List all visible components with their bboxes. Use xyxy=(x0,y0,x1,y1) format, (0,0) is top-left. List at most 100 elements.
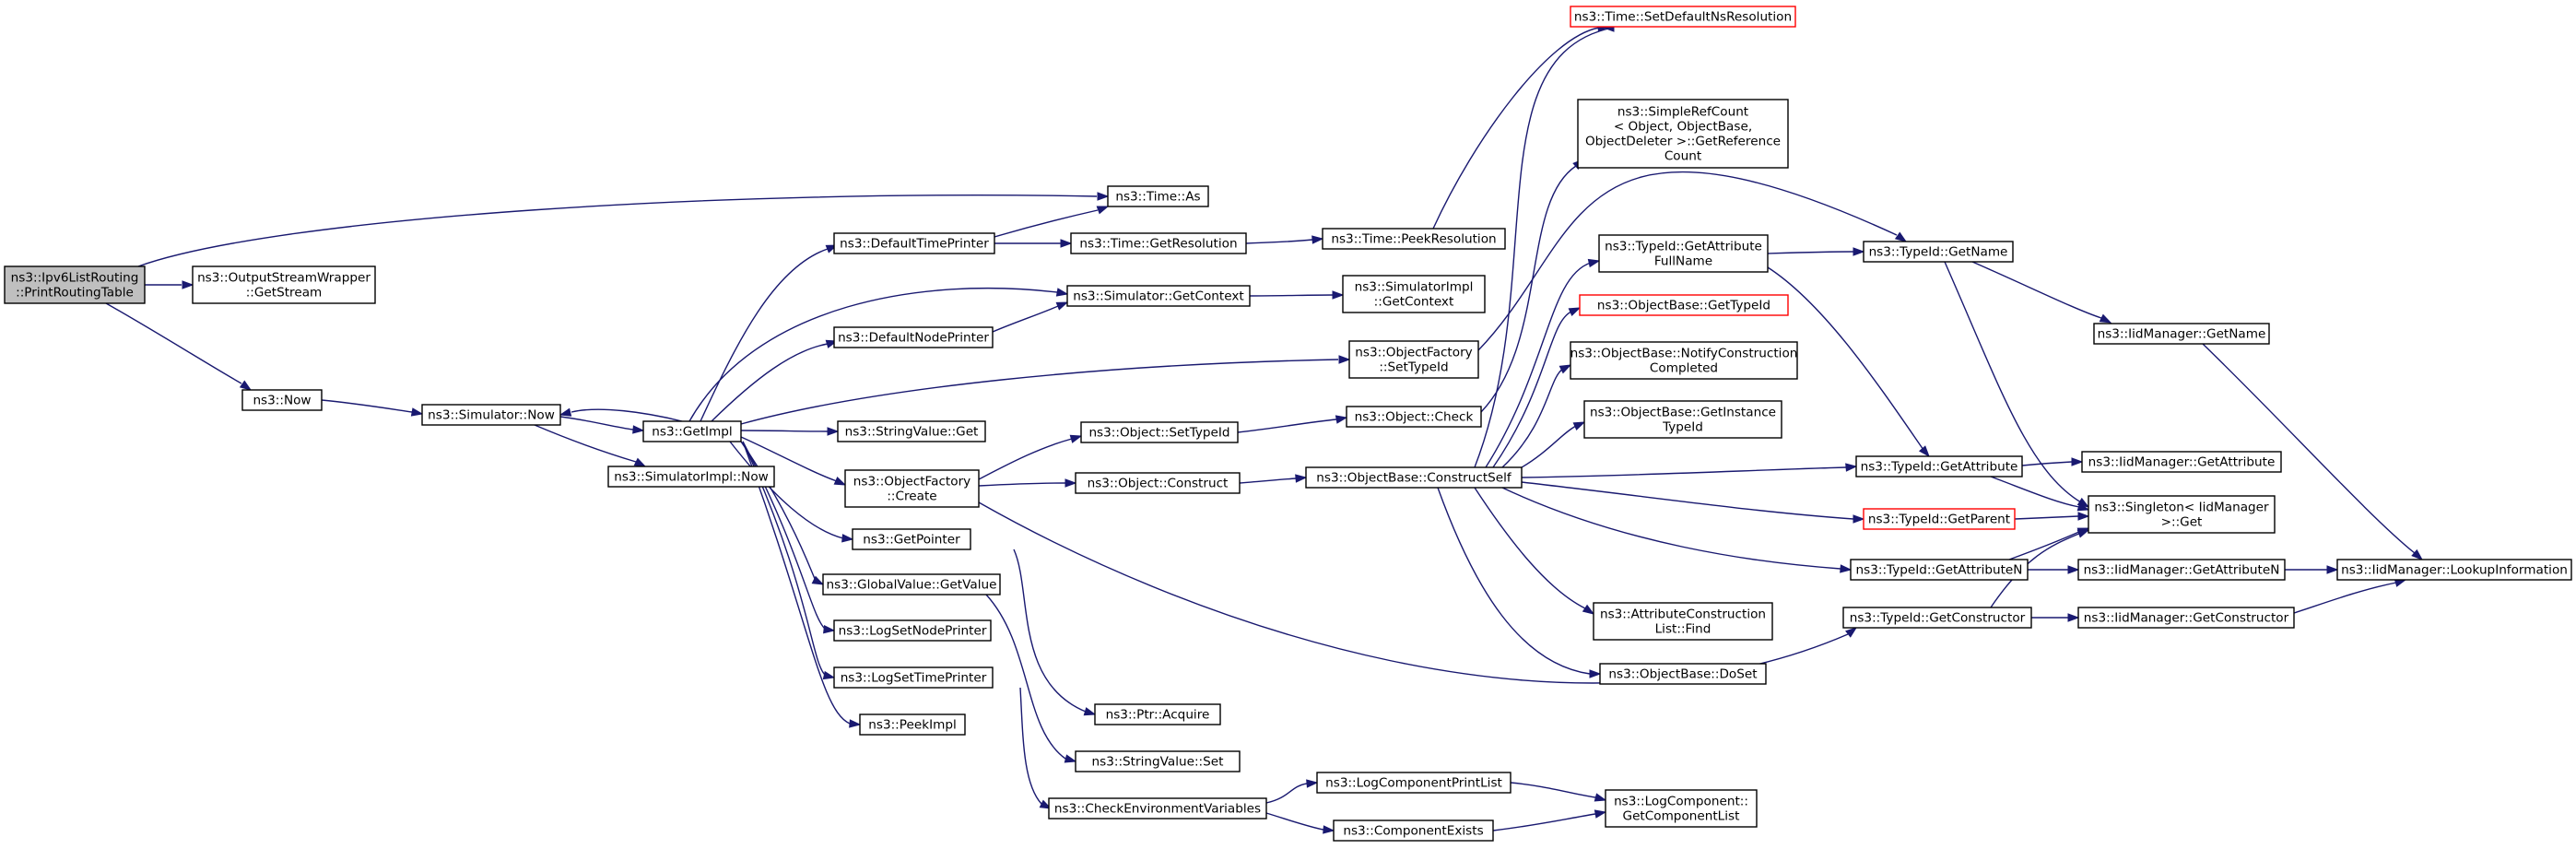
node-lcgcl[interactable]: ns3::LogComponent::GetComponentList xyxy=(1605,789,1758,828)
node-root[interactable]: ns3::Ipv6ListRouting::PrintRoutingTable xyxy=(4,265,146,304)
edge-dtp-to-timeas xyxy=(994,206,1110,238)
node-iidgetctor[interactable]: ns3::IidManager::GetConstructor xyxy=(2077,607,2295,629)
node-objsettid[interactable]: ns3::Object::SetTypeId xyxy=(1080,421,1239,443)
node-getimpl[interactable]: ns3::GetImpl xyxy=(642,420,742,442)
node-simnow[interactable]: ns3::Simulator::Now xyxy=(421,404,561,426)
node-label: ns3::Time::PeekResolution xyxy=(1331,232,1496,247)
node-dnp[interactable]: ns3::DefaultNodePrinter xyxy=(833,326,994,348)
node-dtp[interactable]: ns3::DefaultTimePrinter xyxy=(833,232,995,254)
edge-objcheck-to-srcount xyxy=(1480,159,1585,413)
node-label: ns3::GetPointer xyxy=(863,533,960,548)
node-label: GetComponentList xyxy=(1623,809,1740,824)
node-lsnp[interactable]: ns3::LogSetNodePrinter xyxy=(833,619,992,642)
node-tidgetattrn[interactable]: ns3::TypeId::GetAttributeN xyxy=(1850,559,2029,581)
node-label: ns3::GetImpl xyxy=(652,425,732,440)
node-label: ns3::SimpleRefCount xyxy=(1617,105,1748,120)
node-timeas[interactable]: ns3::Time::As xyxy=(1107,185,1209,207)
node-gvget[interactable]: ns3::GlobalValue::GetValue xyxy=(822,573,1001,595)
node-ptracq[interactable]: ns3::Ptr::Acquire xyxy=(1094,703,1221,725)
edge-getpointer-to-ptracq xyxy=(1013,548,1097,716)
node-peekimpl[interactable]: ns3::PeekImpl xyxy=(859,713,966,736)
edge-obcs-to-tidgafn xyxy=(1485,258,1601,468)
node-simgetctx[interactable]: ns3::Simulator::GetContext xyxy=(1066,285,1251,307)
edge-tidgetparent-to-singleton xyxy=(2014,512,2090,521)
edge-obcs-to-obnotify xyxy=(1501,364,1572,468)
node-label: ::SetTypeId xyxy=(1379,360,1448,375)
node-label: ns3::TypeId::GetParent xyxy=(1868,513,2010,527)
node-label: ns3::ObjectBase::GetTypeId xyxy=(1597,299,1770,313)
edge-obcs-to-tidgetattr xyxy=(1521,463,1858,478)
edge-now-to-simnow xyxy=(321,399,424,417)
node-getpointer[interactable]: ns3::GetPointer xyxy=(852,528,971,550)
edge-objsettid-to-objcheck xyxy=(1237,415,1348,433)
node-obdoset[interactable]: ns3::ObjectBase::DoSet xyxy=(1599,663,1767,685)
node-lstp[interactable]: ns3::LogSetTimePrinter xyxy=(833,666,994,689)
node-lcpl[interactable]: ns3::LogComponentPrintList xyxy=(1316,772,1511,794)
node-timesetdef[interactable]: ns3::Time::SetDefaultNsResolution xyxy=(1570,6,1796,28)
node-timegetres[interactable]: ns3::Time::GetResolution xyxy=(1070,232,1247,254)
node-label: ns3::TypeId::GetAttribute xyxy=(1861,460,2018,475)
node-now[interactable]: ns3::Now xyxy=(241,389,323,411)
edge-obcs-to-tidgetparent xyxy=(1521,481,1865,524)
node-obnotify[interactable]: ns3::ObjectBase::NotifyConstructionCompl… xyxy=(1570,341,1798,380)
edge-tidgetattr-to-singleton xyxy=(1990,476,2090,512)
node-strget[interactable]: ns3::StringValue::Get xyxy=(837,420,986,442)
node-label: ::PrintRoutingTable xyxy=(16,286,134,301)
edge-obcs-to-obinst xyxy=(1521,421,1586,468)
node-label: ns3::OutputStreamWrapper xyxy=(197,271,371,286)
edge-getimpl-to-strget xyxy=(740,427,840,436)
node-label: ::Create xyxy=(887,489,936,504)
node-label: ns3::TypeId::GetAttributeN xyxy=(1856,563,2023,578)
node-tidgetctor[interactable]: ns3::TypeId::GetConstructor xyxy=(1842,607,2032,629)
edge-dtp-to-timegetres xyxy=(994,239,1073,248)
node-iidgetattrn[interactable]: ns3::IidManager::GetAttributeN xyxy=(2077,559,2286,581)
node-srcount[interactable]: ns3::SimpleRefCount< Object, ObjectBase,… xyxy=(1577,99,1789,169)
node-label: ns3::ObjectBase::DoSet xyxy=(1608,667,1757,682)
node-label: ::GetContext xyxy=(1374,295,1454,310)
node-tidgetattr[interactable]: ns3::TypeId::GetAttribute xyxy=(1855,455,2023,478)
node-label: ns3::Simulator::Now xyxy=(428,408,555,423)
node-tidgetname[interactable]: ns3::TypeId::GetName xyxy=(1863,241,2014,263)
node-objconstruct[interactable]: ns3::Object::Construct xyxy=(1075,472,1241,494)
node-label: ns3::PeekImpl xyxy=(868,718,956,733)
node-singleton[interactable]: ns3::Singleton< IidManager>::Get xyxy=(2088,495,2276,534)
node-label: ns3::Ptr::Acquire xyxy=(1106,708,1210,723)
node-iidgetname[interactable]: ns3::IidManager::GetName xyxy=(2093,323,2270,345)
node-osw[interactable]: ns3::OutputStreamWrapper::GetStream xyxy=(192,265,376,304)
node-strset[interactable]: ns3::StringValue::Set xyxy=(1075,750,1241,772)
node-simimplnow[interactable]: ns3::SimulatorImpl::Now xyxy=(607,466,775,488)
edge-iidgetctor-to-iidlookup xyxy=(2293,578,2407,614)
node-simimplctx[interactable]: ns3::SimulatorImpl::GetContext xyxy=(1342,275,1486,313)
edge-iidgetname-to-iidlookup xyxy=(2202,343,2424,560)
node-label: ns3::ObjectBase::GetInstance xyxy=(1590,406,1776,420)
node-ofsettid[interactable]: ns3::ObjectFactory::SetTypeId xyxy=(1348,340,1479,379)
node-label: ns3::Simulator::GetContext xyxy=(1073,289,1244,304)
node-ofcreate[interactable]: ns3::ObjectFactory::Create xyxy=(844,469,980,508)
node-label: ns3::LogSetNodePrinter xyxy=(839,624,987,639)
node-cev[interactable]: ns3::CheckEnvironmentVariables xyxy=(1048,797,1267,820)
edge-tidgetctor-to-singleton xyxy=(1990,529,2090,608)
node-label: ns3::IidManager::GetName xyxy=(2098,327,2266,342)
node-tidgetparent[interactable]: ns3::TypeId::GetParent xyxy=(1863,508,2016,530)
node-timepeek[interactable]: ns3::Time::PeekResolution xyxy=(1322,228,1506,250)
edge-obcs-to-obdoset xyxy=(1437,487,1602,678)
node-label: ns3::LogComponentPrintList xyxy=(1325,776,1502,791)
edge-obcs-to-acfind xyxy=(1474,487,1595,615)
node-objcheck[interactable]: ns3::Object::Check xyxy=(1346,406,1482,428)
node-label: ns3::StringValue::Set xyxy=(1092,755,1224,770)
edge-root-to-timeas xyxy=(137,192,1110,267)
node-label: ns3::TypeId::GetConstructor xyxy=(1850,611,2026,626)
node-iidlookup[interactable]: ns3::IidManager::LookupInformation xyxy=(2336,559,2572,581)
edge-getimpl-to-ofsettid xyxy=(740,355,1351,425)
node-label: ns3::Time::GetResolution xyxy=(1079,237,1237,252)
node-compexists[interactable]: ns3::ComponentExists xyxy=(1333,820,1494,842)
node-iidgetattr[interactable]: ns3::IidManager::GetAttribute xyxy=(2081,451,2282,473)
node-label: ns3::Time::As xyxy=(1115,190,1200,205)
node-obcs[interactable]: ns3::ObjectBase::ConstructSelf xyxy=(1305,466,1523,489)
node-label: ns3::Time::SetDefaultNsResolution xyxy=(1574,10,1792,25)
node-obgettid[interactable]: ns3::ObjectBase::GetTypeId xyxy=(1579,294,1789,316)
edge-iidgetattrn-to-iidlookup xyxy=(2285,565,2339,574)
